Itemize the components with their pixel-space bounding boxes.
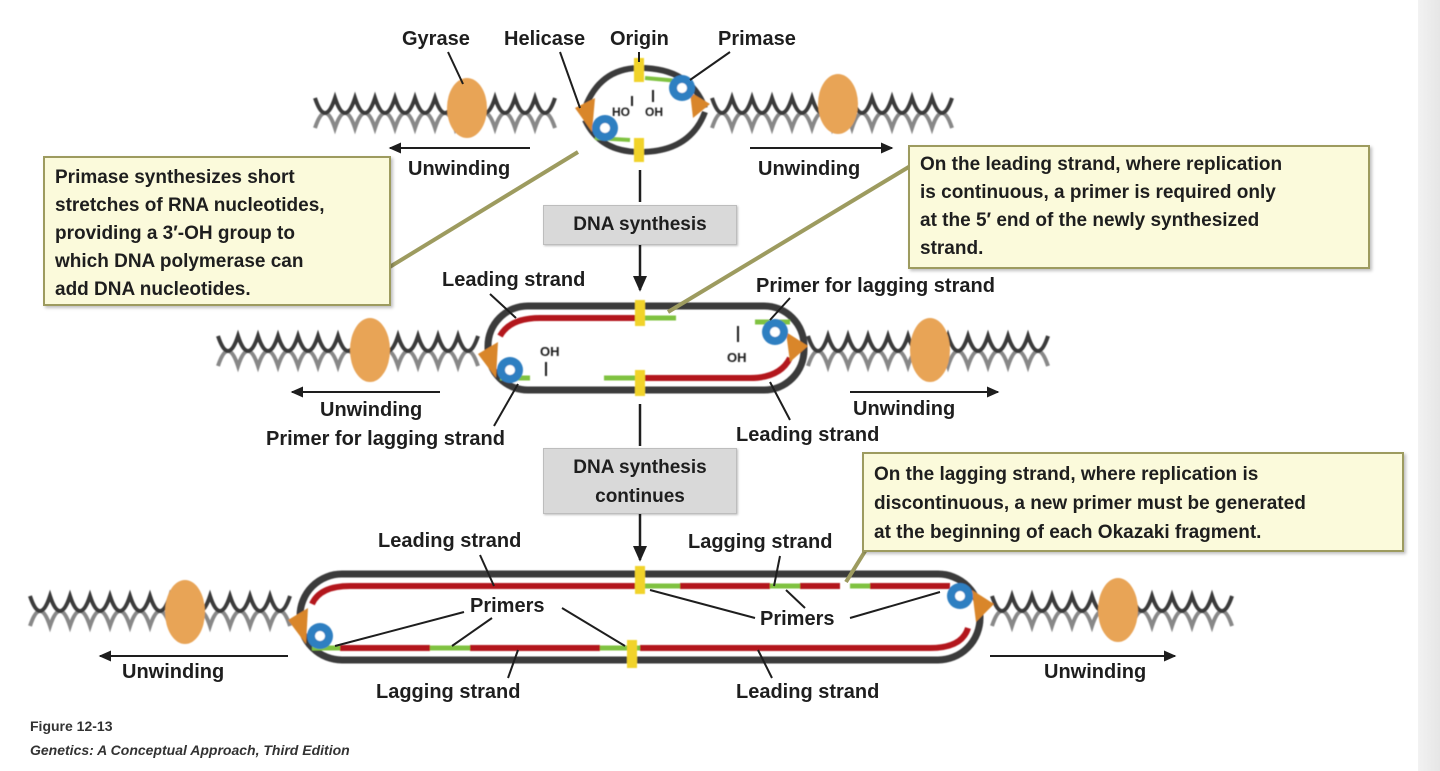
leader-line [451,617,493,647]
callout-line: which DNA polymerase can [55,251,304,272]
unwinding-label: Unwinding [122,661,224,683]
helicase-label: Helicase [504,28,585,50]
dna-helix-left-1 [313,91,557,135]
leading-strand-new [640,356,793,381]
gyrase-icon [910,318,950,382]
dna-helix-left-2 [216,329,480,373]
callout-line: providing a 3′-OH group to [55,223,295,244]
callout-line: Primase synthesizes short [55,167,295,188]
leading-strand-label: Leading strand [736,424,879,446]
leading-strand-label: Leading strand [378,530,521,552]
oh-label: OH [540,344,560,359]
leading-strand-callout: On the leading strand, where replication… [908,145,1370,269]
primase-label: Primase [718,28,796,50]
gyrase-icon [350,318,390,382]
leading-strand-new [640,626,971,651]
callout-pointer [666,163,914,314]
stage-2-synthesis: OH OH [216,300,1050,396]
primers-label: Primers [470,595,545,617]
leader-line [507,649,519,679]
leader-line [769,297,791,321]
figure-source: Genetics: A Conceptual Approach, Third E… [30,742,350,758]
callout-line: stretches of RNA nucleotides, [55,195,325,216]
primase-callout: Primase synthesizes short stretches of R… [43,156,391,306]
origin-marker [634,138,644,162]
step-box-dna-synthesis-continues: DNA synthesis continues [543,448,737,514]
lagging-strand-callout: On the lagging strand, where replication… [862,452,1404,552]
gyrase-icon [165,580,205,644]
unwinding-label: Unwinding [320,399,422,421]
leader-line [769,381,791,421]
callout-line: is continuous, a primer is required only [920,182,1276,203]
gyrase-icon [447,78,487,138]
gyrase-icon [1098,578,1138,642]
lagging-strand-label: Lagging strand [376,681,520,703]
leader-line [559,51,581,109]
step-box-dna-synthesis: DNA synthesis [543,205,737,245]
leader-line [479,554,495,587]
origin-marker [635,370,645,396]
helicase-icon [690,92,710,118]
primers-label: Primers [760,608,835,630]
leader-line [649,589,756,619]
leader-line [447,51,464,85]
origin-marker [635,300,645,326]
callout-pointer [386,150,580,270]
leader-line [561,607,626,647]
origin-label: Origin [610,28,669,50]
right-scroll-edge [1418,0,1440,771]
helicase-icon [786,332,808,362]
unwinding-label: Unwinding [408,158,510,180]
leader-line [757,649,773,679]
callout-line: at the beginning of each Okazaki fragmen… [874,522,1262,543]
origin-marker [634,58,644,82]
leading-strand-label: Leading strand [442,269,585,291]
unwinding-label: Unwinding [758,158,860,180]
leader-line [785,589,806,609]
primer-for-lagging-strand-label: Primer for lagging strand [266,428,505,450]
callout-line: at the 5′ end of the newly synthesized [920,210,1260,231]
step-label: DNA synthesis [573,457,707,478]
helicase-icon [288,608,308,644]
leading-strand-new [497,315,640,338]
helicase-icon [972,590,994,622]
origin-marker [635,566,645,594]
ho-label: HO [612,105,630,119]
stage-1-initiation: HO OH [313,58,954,162]
leader-line [334,611,465,647]
unwinding-label: Unwinding [853,398,955,420]
helicase-icon [478,342,498,378]
step-label: continues [595,486,685,507]
leader-line [849,591,941,619]
gyrase-icon [818,74,858,134]
step-label: DNA synthesis [573,214,707,235]
callout-line: On the leading strand, where replication [920,154,1283,175]
callout-line: add DNA nucleotides. [55,279,251,300]
callout-line: discontinuous, a new primer must be gene… [874,493,1306,514]
leader-line [689,51,731,81]
leader-line [489,293,517,319]
leader-line [773,555,781,587]
stage-3-continued-synthesis [28,566,1234,668]
lagging-strand-label: Lagging strand [688,531,832,553]
primer-for-lagging-strand-label: Primer for lagging strand [756,275,995,297]
oh-label: OH [727,350,747,365]
oh-label: OH [645,105,663,119]
origin-marker [627,640,637,668]
leader-line [493,383,519,427]
callout-line: strand. [920,238,984,259]
dna-helix-left-3 [28,589,292,633]
gyrase-label: Gyrase [402,28,470,50]
callout-line: On the lagging strand, where replication… [874,464,1259,485]
leading-strand-label: Leading strand [736,681,879,703]
figure-number: Figure 12-13 [30,718,113,734]
unwinding-label: Unwinding [1044,661,1146,683]
leading-strand-new [309,583,640,606]
